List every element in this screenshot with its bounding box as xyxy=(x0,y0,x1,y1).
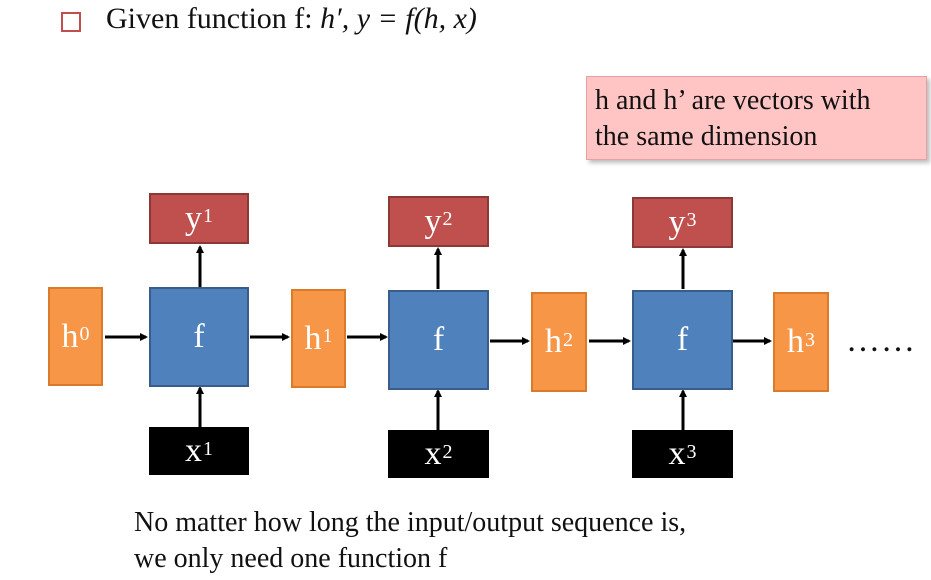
header-formula: h′, y = f(h, x) xyxy=(320,2,477,35)
note-box: h and h’ are vectors with the same dimen… xyxy=(586,76,927,160)
function-f-2: f xyxy=(388,290,489,390)
bullet-square-icon xyxy=(61,12,81,32)
ellipsis: …… xyxy=(846,322,916,359)
function-f-1: f xyxy=(149,287,249,387)
function-f-3: f xyxy=(632,290,733,390)
footer-line-1: No matter how long the input/output sequ… xyxy=(134,507,687,538)
footer-text: No matter how long the input/output sequ… xyxy=(134,505,686,577)
note-line-2: the same dimension xyxy=(595,121,818,152)
header-text: Given function f: xyxy=(106,2,321,35)
note-line-1: h and h’ are vectors with xyxy=(595,85,871,116)
header-title: Given function f: h′, y = f(h, x) xyxy=(106,2,477,36)
footer-line-2: we only need one function f xyxy=(134,543,448,574)
